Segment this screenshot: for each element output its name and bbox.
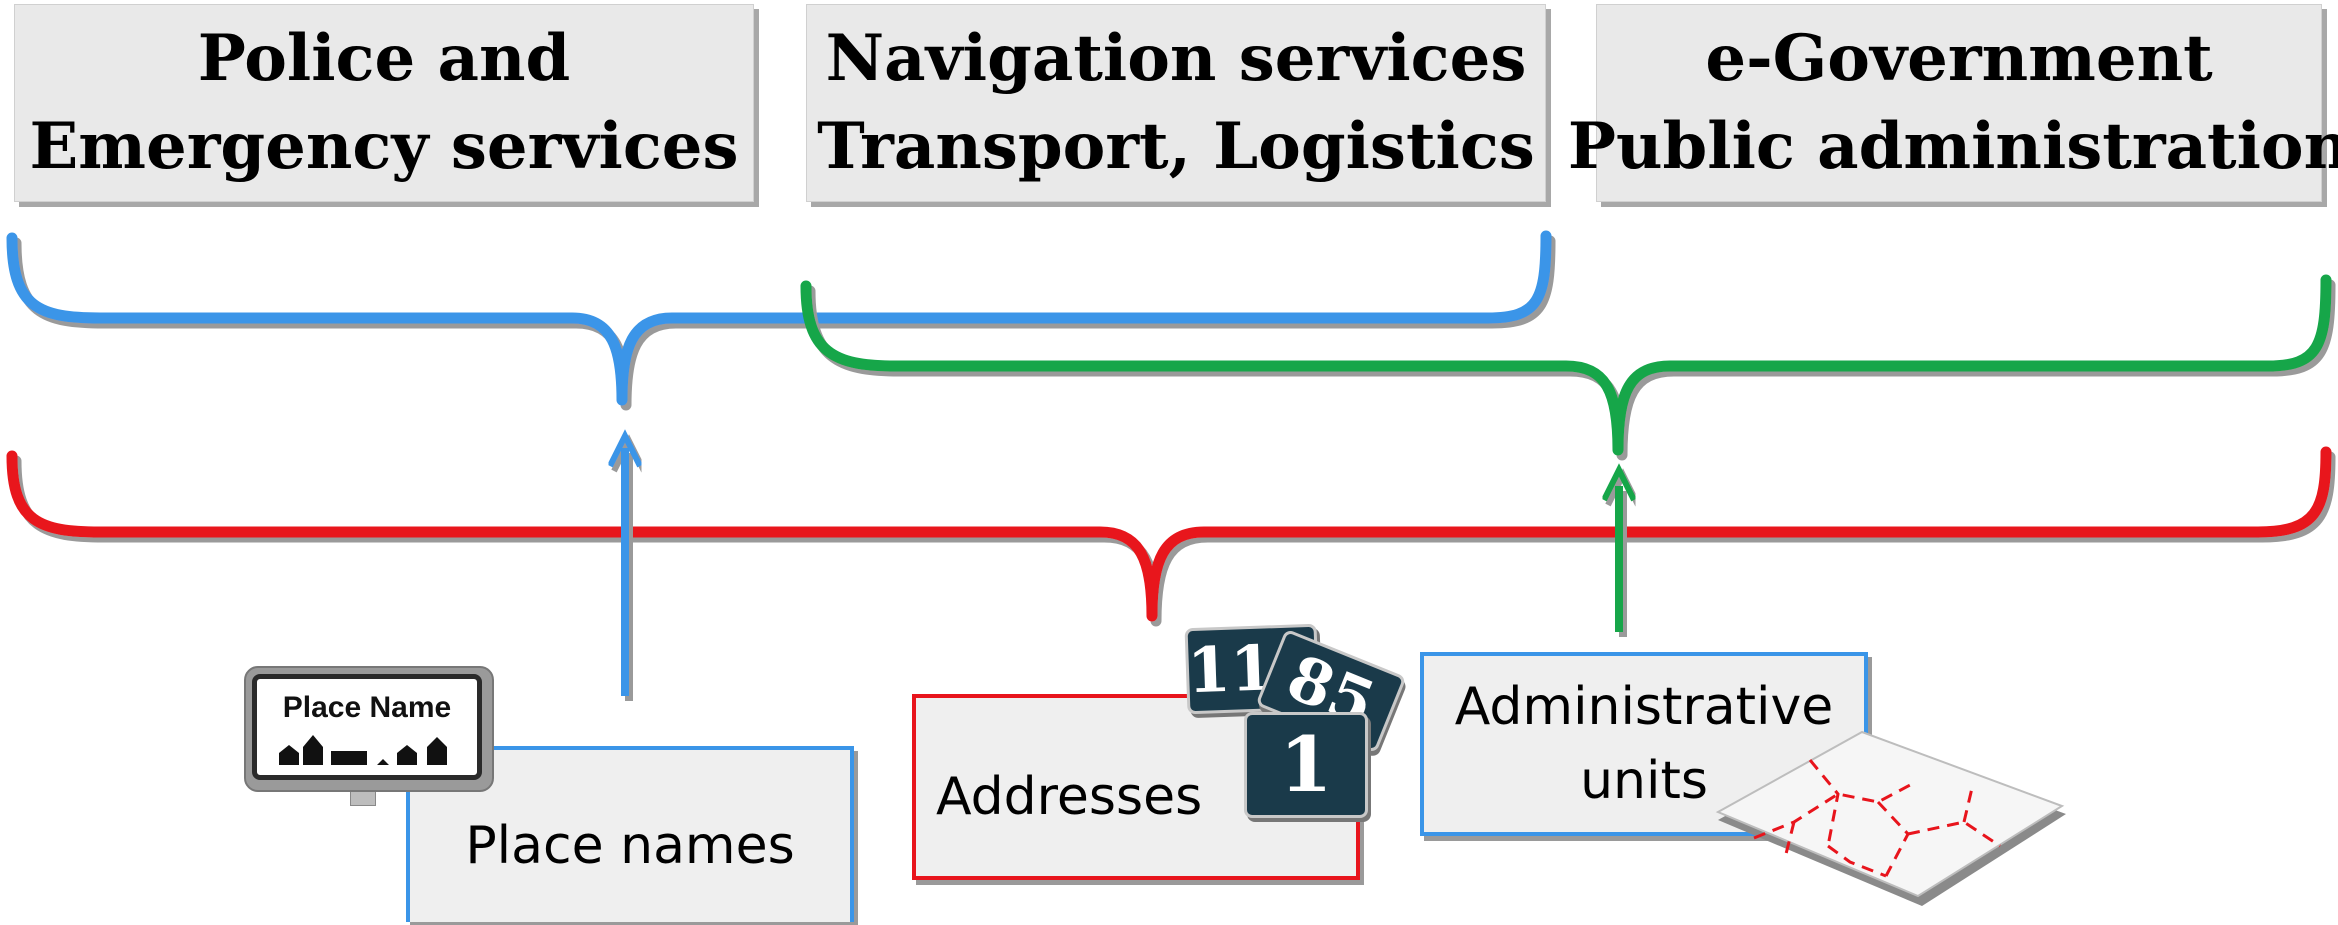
sector-line: Navigation services	[825, 21, 1527, 96]
theme-label: Addresses	[936, 767, 1203, 827]
sector-line: e-Government	[1705, 21, 2213, 96]
sign-text: Place Name	[282, 691, 452, 724]
sector-line: Public administration	[1567, 109, 2338, 184]
theme-label: Place names	[465, 816, 795, 876]
village-silhouette-icon	[279, 735, 447, 765]
red-brace	[6, 446, 2332, 622]
theme-place-names: Place names	[406, 746, 854, 922]
theme-label: Administrative	[1454, 677, 1834, 737]
sector-egovernment: e-Government Public administration	[1568, 4, 2338, 202]
place-name-sign-icon: Place Name	[244, 666, 494, 806]
green-arrow	[1601, 463, 1637, 632]
house-number-plate-icon: 1	[1244, 712, 1368, 818]
sector-police-emergency: Police and Emergency services	[14, 4, 754, 202]
blue-brace	[6, 230, 1552, 406]
sector-line: Emergency services	[29, 109, 739, 184]
theme-label: units	[1580, 751, 1708, 811]
plate-number: 1	[1279, 720, 1333, 809]
green-brace	[800, 274, 2332, 456]
admin-boundaries-map-icon	[1715, 730, 2066, 906]
sector-navigation-transport: Navigation services Transport, Logistics	[806, 4, 1546, 202]
sector-line: Police and	[197, 21, 571, 96]
sector-line: Transport, Logistics	[817, 109, 1535, 184]
blue-arrow	[607, 429, 643, 696]
